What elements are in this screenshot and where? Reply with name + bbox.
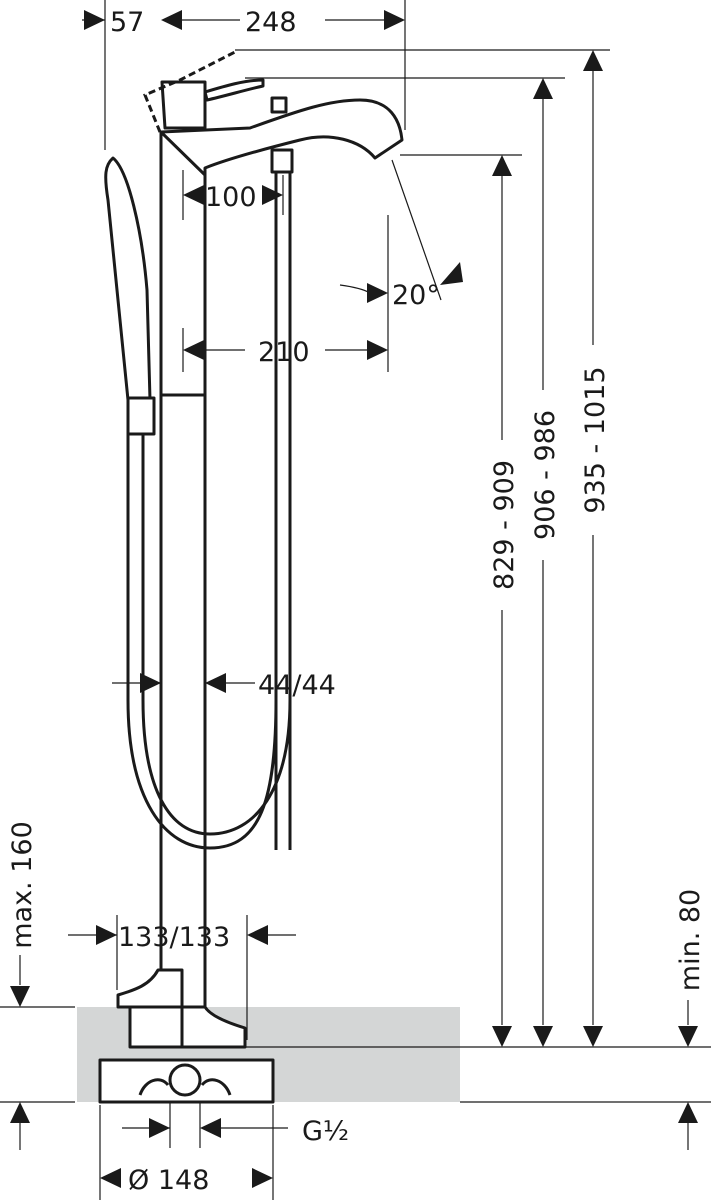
- dim-44: 44/44: [258, 670, 336, 701]
- dim-20-deg: 20°: [392, 280, 440, 311]
- dim-max-160: max. 160: [7, 821, 38, 949]
- dim-min-80: min. 80: [675, 889, 706, 991]
- dim-133: 133/133: [118, 922, 230, 953]
- dim-210: 210: [258, 337, 310, 368]
- dim-829-909: 829 - 909: [489, 460, 520, 590]
- dim-935-1015: 935 - 1015: [580, 366, 611, 513]
- standpipe: [159, 132, 207, 1010]
- base-fixture: [98, 968, 275, 1104]
- dimension-arrows: [10, 10, 698, 1188]
- dim-g-half: G½: [302, 1116, 349, 1147]
- dim-906-986: 906 - 986: [530, 410, 561, 540]
- dim-248: 248: [245, 7, 297, 38]
- dim-57: 57: [110, 7, 144, 38]
- hand-shower: [104, 156, 292, 850]
- dim-148: Ø 148: [128, 1165, 209, 1196]
- dim-100: 100: [205, 182, 257, 213]
- spout-body: [143, 50, 404, 850]
